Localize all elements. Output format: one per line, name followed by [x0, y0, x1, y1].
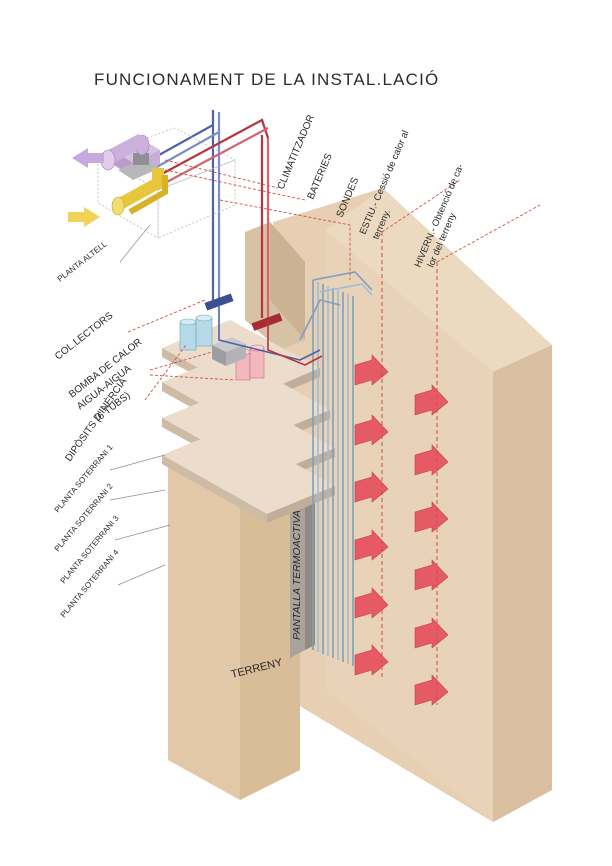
label-soterrani-1: PLANTA SOTERRANI 1	[53, 442, 115, 514]
duct-return	[100, 133, 150, 171]
leader-lines	[127, 159, 541, 401]
bomba-calor-icon	[212, 337, 246, 366]
sondes-pipes	[299, 271, 373, 666]
arrow-estiu-1	[354, 354, 389, 386]
label-soterrani-4: PLANTA SOTERRANI 4	[59, 547, 121, 619]
page-title: FUNCIONAMENT DE LA INSTAL.LACIÓ	[94, 70, 440, 89]
label-bateries: BATERIES	[306, 152, 335, 201]
season-guides	[381, 232, 438, 705]
heat-arrows	[354, 354, 449, 706]
grey-leaders	[109, 224, 171, 586]
planta-altell-box	[97, 127, 236, 239]
label-planta-altell: PLANTA ALTELL	[56, 239, 109, 283]
air-arrow-in-icon	[68, 207, 100, 227]
label-climatitzador: CLIMATITZADOR	[276, 113, 317, 191]
arrow-estiu-3	[354, 471, 389, 503]
diposits-inercia-icon	[179, 314, 265, 381]
arrow-estiu-4	[354, 529, 389, 561]
arrow-estiu-2	[354, 414, 389, 446]
upper-wall	[245, 222, 305, 350]
air-arrow-out-icon	[72, 148, 104, 168]
arrow-hivern-5	[414, 617, 449, 649]
label-soterrani-2: PLANTA SOTERRANI 2	[53, 481, 115, 553]
label-col-lectors: COL.LECTORS	[53, 310, 116, 362]
arrow-estiu-6	[354, 644, 389, 676]
connection-pipes	[218, 305, 323, 366]
arrow-hivern-3	[414, 501, 449, 533]
arrow-estiu-5	[354, 587, 389, 619]
arrow-hivern-2	[414, 444, 449, 476]
arrow-hivern-4	[414, 559, 449, 591]
label-pantalla-termoactiva: PANTALLA TERMOACTIVA	[291, 510, 303, 640]
duct-supply	[111, 168, 168, 216]
arrow-hivern-1	[414, 384, 449, 416]
col-lectors-icon	[204, 293, 283, 331]
arrow-hivern-6	[414, 674, 449, 706]
